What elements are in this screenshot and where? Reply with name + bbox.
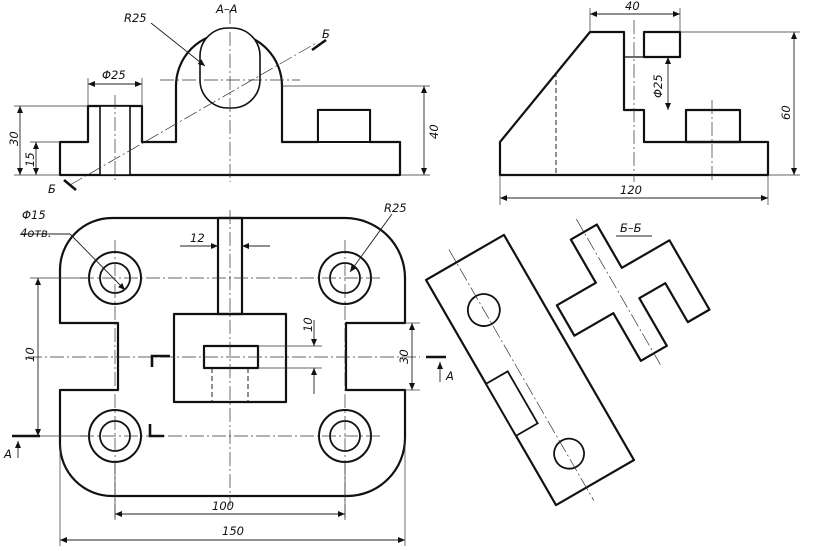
- cut-plane-a-mark-right: [148, 424, 164, 438]
- section-bb-title: Б–Б: [620, 221, 642, 235]
- section-bb-long-bar: [424, 233, 636, 507]
- section-aa-title: А–А: [215, 2, 238, 16]
- side-view-upper-block: [642, 30, 682, 59]
- section-aa-h15-label: 15: [23, 152, 37, 167]
- side-view-boss: [684, 108, 742, 144]
- plan-view-hole-count-label: 4отв.: [20, 226, 52, 240]
- section-bb-l-shape: [555, 218, 711, 367]
- plan-view-w100-label: 100: [212, 499, 234, 513]
- side-view-h60-label: 60: [779, 105, 793, 120]
- cut-plane-b-label-bottom: Б: [48, 182, 56, 196]
- section-bb-view: Б–Б: [424, 218, 711, 507]
- cut-plane-a-mark-left: [150, 354, 170, 367]
- side-view-dia-label: Φ25: [651, 74, 665, 98]
- section-aa-dia-label: Φ25: [102, 68, 126, 82]
- plan-view-h10-label: 10: [23, 347, 37, 362]
- section-aa-h30-label: 30: [7, 131, 21, 146]
- side-view-w40-label: 40: [625, 0, 640, 13]
- side-view-w120-label: 120: [620, 183, 642, 197]
- section-aa-view: А–А R25 Φ25 30 15 40 Б Б: [7, 2, 441, 196]
- cut-plane-b-label-top: Б: [322, 27, 330, 41]
- section-aa-right-boss: [317, 109, 371, 143]
- plan-view-radius-label: R25: [384, 201, 407, 215]
- plan-view-hole-dia-label: Φ15: [22, 208, 46, 222]
- side-view: 40 Φ25 60 120: [498, 0, 800, 205]
- plan-view-h30-label: 30: [397, 349, 411, 364]
- plan-view-outline: [58, 216, 407, 498]
- plan-view-w150-label: 150: [222, 524, 244, 538]
- plan-view-central-block: [172, 312, 288, 404]
- section-aa-radius-label: R25: [124, 11, 147, 25]
- plan-view: Φ15 4отв. R25 12 10 10 30 100 1: [3, 201, 454, 546]
- cut-plane-a-label-left: А: [3, 447, 12, 461]
- plan-view-slot-label: 10: [301, 317, 315, 332]
- cut-plane-a-label-right: А: [445, 369, 454, 383]
- plan-view-rib-label: 12: [190, 231, 205, 245]
- section-aa-h40-label: 40: [427, 124, 441, 139]
